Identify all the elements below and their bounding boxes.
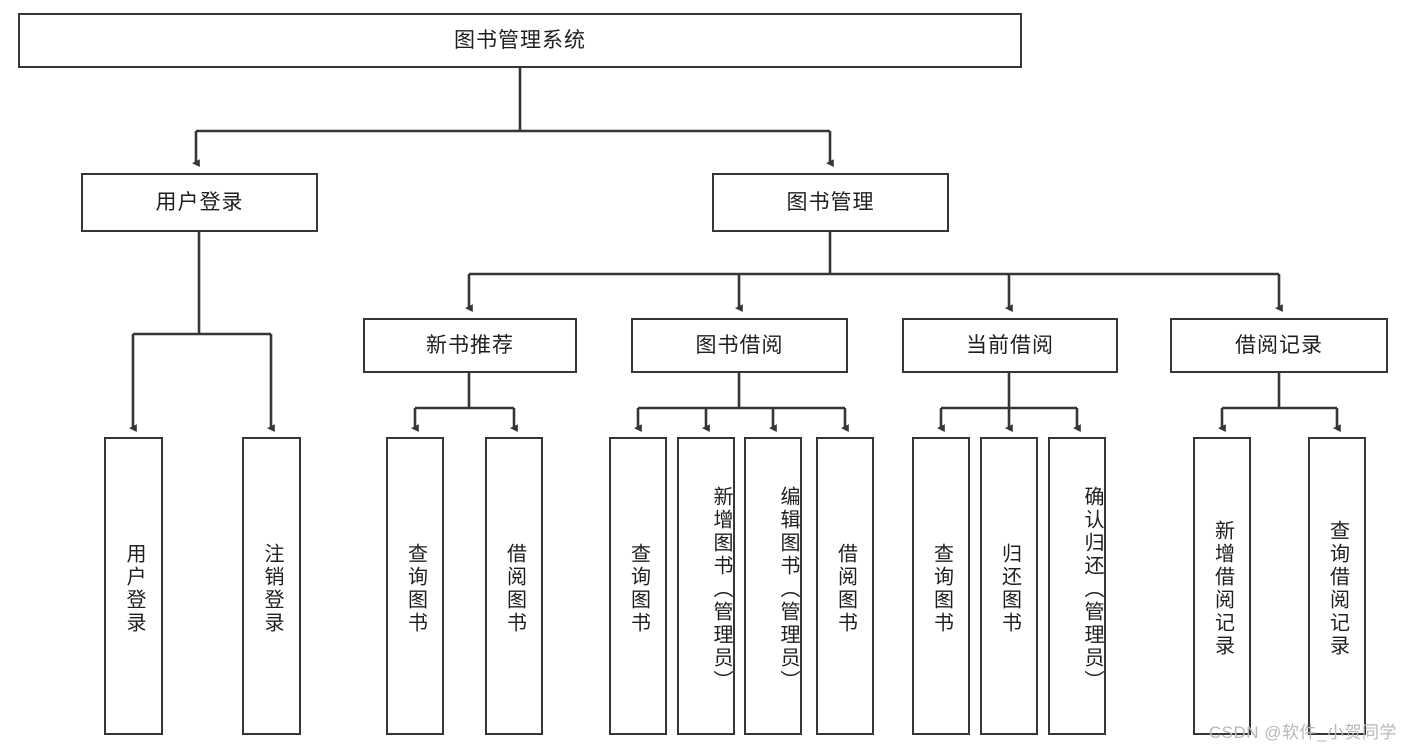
leaf-book-borrow-add-book-admin[interactable]: 新增图书（管理员） [677, 437, 735, 735]
leaf-current-borrow-query-books[interactable]: 查询图书 [912, 437, 970, 735]
node-label: 归还图书 [998, 543, 1021, 635]
node-label: 用户登录 [155, 190, 244, 214]
node-borrow-record[interactable]: 借阅记录 [1170, 318, 1388, 373]
node-label: 借阅记录 [1235, 333, 1323, 357]
leaf-current-borrow-confirm-return-admin[interactable]: 确认归还（管理员） [1048, 437, 1106, 735]
leaf-book-borrow-query-books[interactable]: 查询图书 [609, 437, 667, 735]
leaf-current-borrow-return-books[interactable]: 归还图书 [980, 437, 1038, 735]
node-label: 当前借阅 [966, 333, 1054, 357]
leaf-user-login-signin[interactable]: 用户登录 [104, 437, 163, 735]
node-label: 查询图书 [627, 543, 650, 635]
node-book-borrow[interactable]: 图书借阅 [631, 318, 848, 373]
node-label: 图书管理 [786, 190, 875, 214]
leaf-book-borrow-edit-book-admin[interactable]: 编辑图书（管理员） [744, 437, 802, 735]
node-new-book-recommend[interactable]: 新书推荐 [363, 318, 577, 373]
node-label: 查询借阅记录 [1326, 520, 1349, 658]
node-label: 图书管理系统 [454, 28, 586, 52]
node-root-book-management-system[interactable]: 图书管理系统 [18, 13, 1022, 68]
node-label: 注销登录 [261, 543, 283, 635]
node-label: 图书借阅 [695, 333, 784, 357]
node-book-management[interactable]: 图书管理 [712, 173, 949, 232]
csdn-watermark: CSDN @软件_小贺同学 [1208, 723, 1397, 742]
node-user-login[interactable]: 用户登录 [81, 173, 318, 232]
node-label: 查询图书 [930, 543, 953, 635]
leaf-new-book-borrow-books[interactable]: 借阅图书 [485, 437, 543, 735]
node-label: 借阅图书 [503, 543, 526, 635]
node-label: 新增借阅记录 [1211, 520, 1234, 658]
node-label: 查询图书 [404, 543, 427, 635]
node-label: 新书推荐 [426, 333, 514, 357]
node-label: 用户登录 [123, 543, 145, 635]
node-label: 确认归还（管理员） [1081, 485, 1103, 693]
leaf-borrow-record-add-record[interactable]: 新增借阅记录 [1193, 437, 1251, 735]
node-label: 编辑图书（管理员） [777, 485, 799, 693]
node-label: 借阅图书 [834, 543, 857, 635]
node-label: 新增图书（管理员） [710, 485, 732, 693]
leaf-book-borrow-borrow-books[interactable]: 借阅图书 [816, 437, 874, 735]
leaf-new-book-query-books[interactable]: 查询图书 [386, 437, 444, 735]
node-current-borrow[interactable]: 当前借阅 [902, 318, 1118, 373]
leaf-user-login-logout[interactable]: 注销登录 [242, 437, 301, 735]
leaf-borrow-record-query-record[interactable]: 查询借阅记录 [1308, 437, 1366, 735]
